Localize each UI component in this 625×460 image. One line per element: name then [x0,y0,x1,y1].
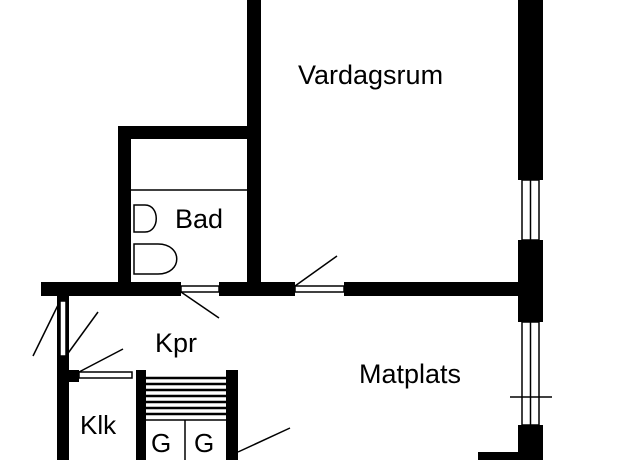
wall-bad-top [118,126,261,139]
closet-dividers [146,419,226,460]
room-label-matplats: Matplats [359,359,461,389]
wall-bad-left [118,126,131,286]
room-label-klk: Klk [80,410,117,440]
bath-fixtures [131,189,247,275]
wall-right-outer-bottom [518,425,543,460]
wall-right-outer-mid [518,240,543,322]
door-vardagsrum-frame [294,285,345,293]
room-label-g1: G [151,428,171,458]
room-label-kpr: Kpr [155,328,197,358]
room-label-bad: Bad [175,204,223,234]
wall-bottom-seg [478,452,518,460]
walls [41,0,543,460]
door-entrance-leaf-2 [65,311,99,357]
windows [510,179,552,426]
door-bad-leaf [180,291,220,319]
wall-right-outer-top [518,0,543,180]
room-label-vardagsrum: Vardagsrum [298,60,443,90]
wall-mid-seg-1 [41,282,181,296]
wall-stair-left [136,370,146,460]
staircase [146,376,226,416]
door-matplats-leaf [237,427,291,453]
wall-stair-right [226,370,238,460]
wall-mid-seg-3 [344,282,543,296]
door-entrance-leaf [32,300,61,357]
wall-mid-seg-2 [219,282,295,296]
toilet-icon [133,243,178,275]
door-vardagsrum-leaf [294,255,338,287]
wall-vardagsrum-left [247,0,261,285]
door-entrance-frame [59,300,67,357]
room-label-g2: G [194,428,214,458]
doors [32,255,345,453]
wall-klk-top [69,370,79,382]
door-bad-frame [180,285,220,293]
door-klk-frame [78,371,133,379]
door-klk-leaf [78,348,124,373]
washbasin-icon [133,204,157,233]
